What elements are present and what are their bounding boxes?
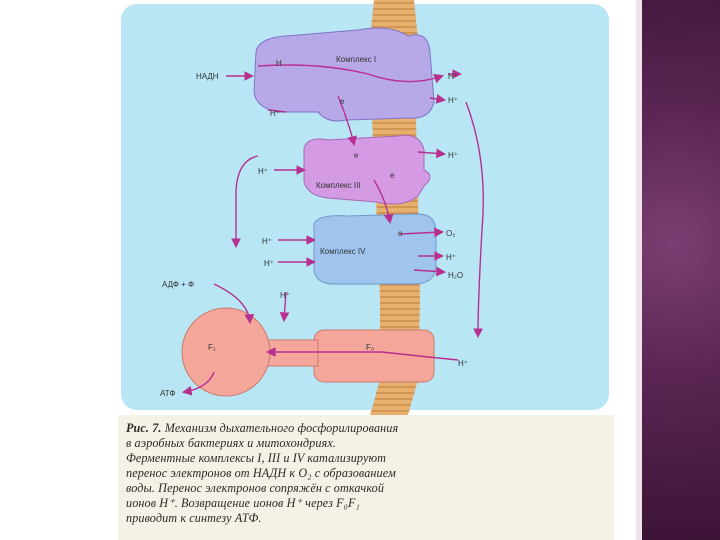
caption-line-2: в аэробных бактериях и митохондриях. <box>126 436 336 450</box>
arrow-right-loop <box>465 101 484 339</box>
complex-1-label: Комплекс I <box>336 55 376 64</box>
arrow-e-down-1 <box>337 95 357 147</box>
f0-label: F₀ <box>366 343 374 352</box>
arrow-h-out-3 <box>417 148 447 159</box>
h-plus-in-5: H⁺ <box>280 291 290 300</box>
electron-2: e <box>354 151 359 160</box>
caption-line-1-text: Механизм дыхательного фосфорилирования <box>164 421 399 435</box>
complex-3-shape <box>303 134 431 205</box>
arrow-h-out-2 <box>429 94 447 104</box>
f1-shape <box>181 307 271 397</box>
side-decorative-band <box>642 0 720 540</box>
arrow-atp <box>181 371 215 396</box>
caption-text: Рис. 7. Механизм дыхательного фосфорилир… <box>126 421 578 526</box>
caption-line-6: ионов H⁺. Возвращение ионов H⁺ через F₀F… <box>126 496 360 510</box>
f1-stalk <box>267 339 319 367</box>
h-plus-in-4: H⁺ <box>264 259 274 268</box>
h-plus-in-3: H⁺ <box>262 237 272 246</box>
arrow-h-down <box>279 291 290 323</box>
o2-label: O₂ <box>446 229 455 238</box>
electron-3: e <box>390 171 395 180</box>
electron-4: e <box>398 229 403 238</box>
nadh-label: НАДН <box>196 72 219 81</box>
f1-label: F₁ <box>208 343 216 352</box>
complex-3-label: Комплекс III <box>316 181 361 190</box>
arrow-adp <box>213 283 255 325</box>
arrow-o2 <box>399 227 445 238</box>
caption-box: Рис. 7. Механизм дыхательного фосфорилир… <box>118 415 614 540</box>
h-label-1: H <box>276 59 282 68</box>
h-plus-out-5: H⁺ <box>458 359 468 368</box>
caption-line-1: Рис. 7. Механизм дыхательного фосфорилир… <box>126 421 578 436</box>
figure: Комплекс I Комплекс III Комплекс IV F₀ F… <box>118 0 614 540</box>
electron-1: e <box>340 97 345 106</box>
h-plus-out-4: H⁺ <box>446 253 456 262</box>
h-plus-in-1: H⁺ <box>270 109 280 118</box>
h2o-label: H₂O <box>448 271 463 280</box>
arrow-h2o <box>413 266 447 277</box>
caption-line-4: перенос электронов от НАДН к O₂ с образо… <box>126 466 396 480</box>
caption-label: Рис. 7. <box>126 421 162 435</box>
h-plus-out-2: H⁺ <box>448 96 458 105</box>
h-plus-out-1: H⁺ <box>448 72 458 81</box>
side-band-edge <box>636 0 642 540</box>
complex-1-shape <box>253 27 435 122</box>
h-plus-out-3: H⁺ <box>448 151 458 160</box>
caption-line-5: воды. Перенос электронов сопряжён с отка… <box>126 481 385 495</box>
arrow-h-in-complex1 <box>257 64 444 84</box>
arrow-h-in-2 <box>267 109 287 113</box>
arrow-e-down-2 <box>373 179 394 225</box>
caption-line-7: приводит к синтезу АТФ. <box>126 511 262 525</box>
arrows <box>181 64 484 396</box>
arrow-loop-left <box>231 155 259 249</box>
arrow-h-back <box>265 347 459 361</box>
cell-background <box>121 4 609 410</box>
respiratory-chain-diagram: Комплекс I Комплекс III Комплекс IV F₀ F… <box>121 0 609 415</box>
complex-4-label: Комплекс IV <box>320 247 366 256</box>
atp-label: АТФ <box>160 389 175 398</box>
adp-label: АДФ + Ф <box>162 280 194 289</box>
h-plus-in-2: H⁺ <box>258 167 268 176</box>
caption-line-3: Ферментные комплексы I, III и IV катализ… <box>126 451 387 465</box>
